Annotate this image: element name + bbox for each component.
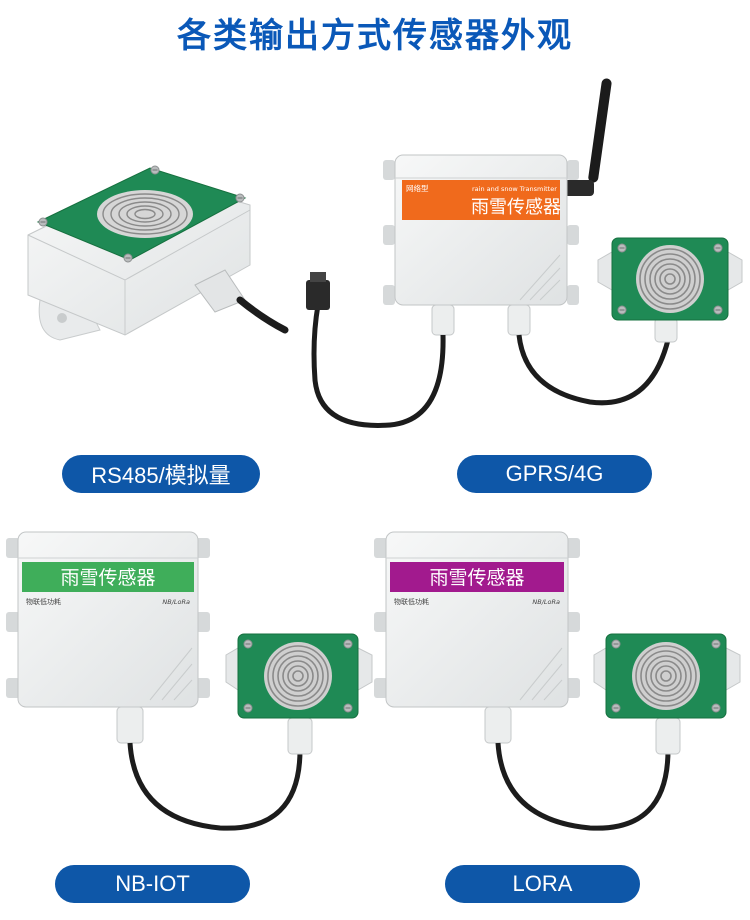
- lora-label-button[interactable]: LORA: [445, 865, 640, 903]
- nbiot-panel-name: 雨雪传感器: [60, 567, 155, 589]
- lora-panel-name: 雨雪传感器: [429, 567, 524, 589]
- lora-sensor-image: 雨雪传感器 物联低功耗 NB/LoRa: [374, 531, 741, 831]
- lora-panel-proto: NB/LoRa: [532, 598, 560, 606]
- gprs-label-button[interactable]: GPRS/4G: [457, 455, 652, 493]
- lora-panel-sub: 物联低功耗: [394, 597, 429, 606]
- nbiot-panel-proto: NB/LoRa: [162, 598, 190, 606]
- gprs-panel-name: 雨雪传感器: [471, 197, 561, 218]
- nbiot-sensor-image: 雨雪传感器 物联低功耗 NB/LoRa: [6, 531, 373, 831]
- page-title: 各类输出方式传感器外观: [177, 16, 573, 56]
- gprs-label-panel: [402, 180, 560, 220]
- gprs-sensor-image: 网络型 rain and snow Transmitter 雨雪传感器: [306, 78, 743, 428]
- gprs-panel-en: rain and snow Transmitter: [472, 185, 557, 193]
- nbiot-label-button[interactable]: NB-IOT: [55, 865, 250, 903]
- lora-label-panel: [390, 562, 564, 592]
- rs485-sensor-image: [27, 165, 289, 341]
- rs485-label-button[interactable]: RS485/模拟量: [62, 455, 260, 493]
- gprs-panel-tag: 网络型: [406, 183, 429, 193]
- nbiot-panel-sub: 物联低功耗: [26, 597, 61, 606]
- nbiot-label-panel: [22, 562, 194, 592]
